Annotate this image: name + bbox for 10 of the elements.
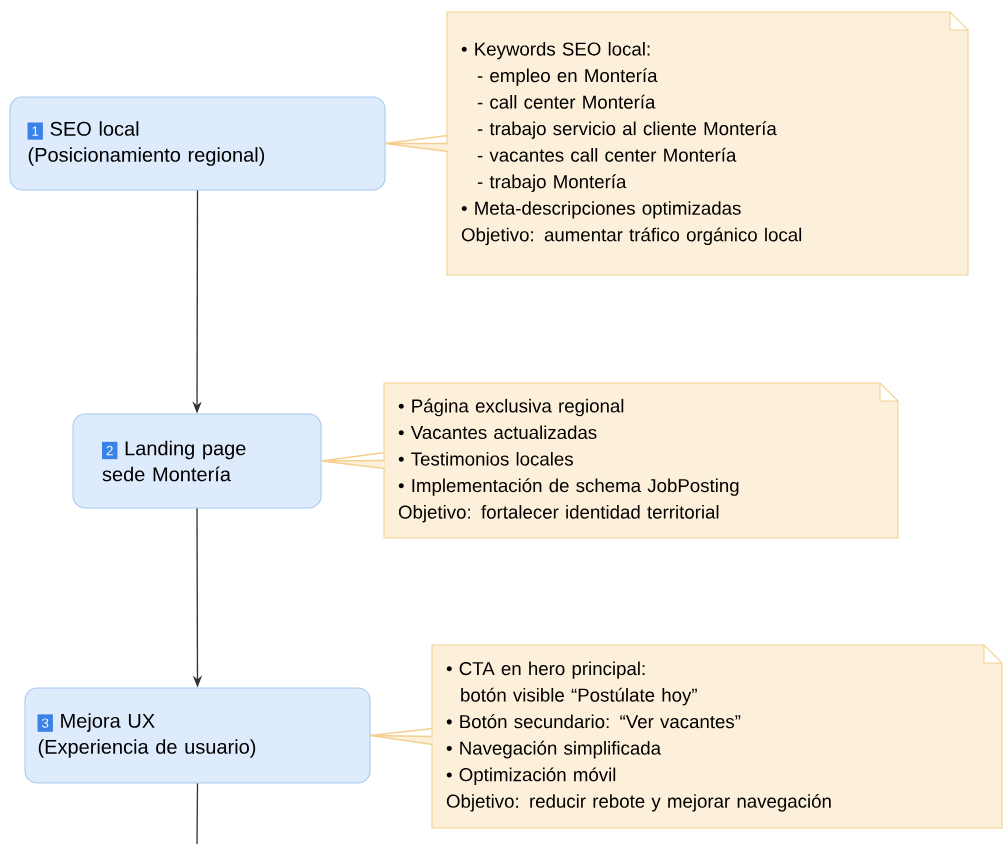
note-box: • Página exclusiva regional • Vacantes actualizadas • Testimonios locales • Implementación de schema JobPosting Objetivo: fortalecer identidad territorial <box>383 382 899 539</box>
process-box: 1 SEO local (Posicionamiento regional) <box>9 96 386 191</box>
connector-line <box>196 782 199 844</box>
process-box: 3 Mejora UX (Experiencia de usuario) <box>24 687 371 784</box>
note-box: • Keywords SEO local: - empleo en Montería - call center Montería - trabajo servicio al cliente Montería - vacantes call center Montería - trabajo Montería • Meta-descripciones optimizadas Objetivo: aumentar tráfico orgánico local <box>446 11 969 276</box>
callout-pointer <box>320 451 386 470</box>
note-box: • CTA en hero principal: botón visible “Postúlate hoy” • Botón secundario: “Ver vacantes” • Navegación simplificada • Optimización móvil Objetivo: reducir rebote y mejorar navegación <box>431 644 1003 829</box>
process-box: 2 Landing page sede Montería <box>72 413 322 509</box>
callout-pointer <box>384 134 449 153</box>
callout-pointer <box>369 727 434 746</box>
